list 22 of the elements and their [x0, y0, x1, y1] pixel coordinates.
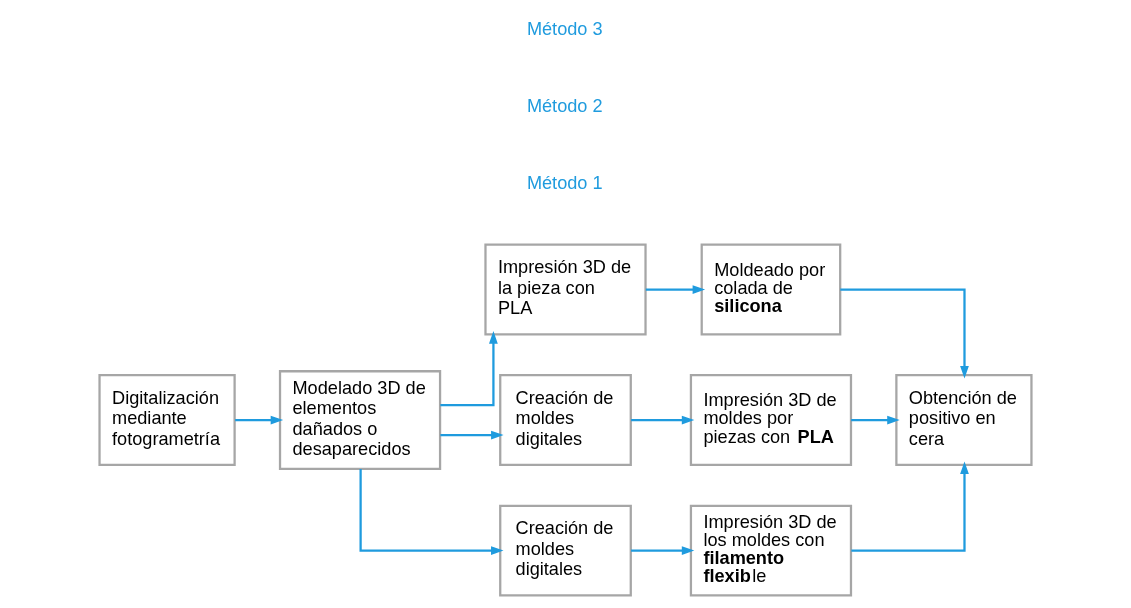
label: Método 2: [526, 96, 603, 117]
node-box: Impresión 3D de la pieza con PLA: [484, 243, 647, 336]
node-box: Creación de moldes digitales: [499, 504, 632, 597]
node-box: Modelado 3D de elementos dañados o desaparecidos: [278, 370, 442, 470]
arrow: [235, 415, 284, 425]
node-box: Moldeado por colada de silicona: [700, 243, 842, 336]
arrow: [440, 331, 498, 407]
arrow: [851, 415, 900, 425]
arrow: [631, 415, 695, 425]
node-box: Obtención de positivo en cera: [895, 374, 1033, 467]
node-box: Digitalización mediante fotogrametría: [98, 374, 236, 467]
label: Método 3: [526, 19, 603, 40]
arrow: [851, 461, 969, 552]
node-box: Creación de moldes digitales: [499, 374, 632, 467]
label: Método 1: [526, 173, 603, 194]
arrow: [645, 285, 706, 294]
arrow: [359, 469, 504, 555]
arrow: [840, 288, 969, 379]
node-box: Impresión 3D de los moldes con filamento flexible: [689, 504, 853, 597]
arrow: [440, 430, 504, 440]
node-box: Impresión 3D de moldes por piezas con PLA: [689, 374, 853, 467]
arrow: [631, 546, 695, 555]
